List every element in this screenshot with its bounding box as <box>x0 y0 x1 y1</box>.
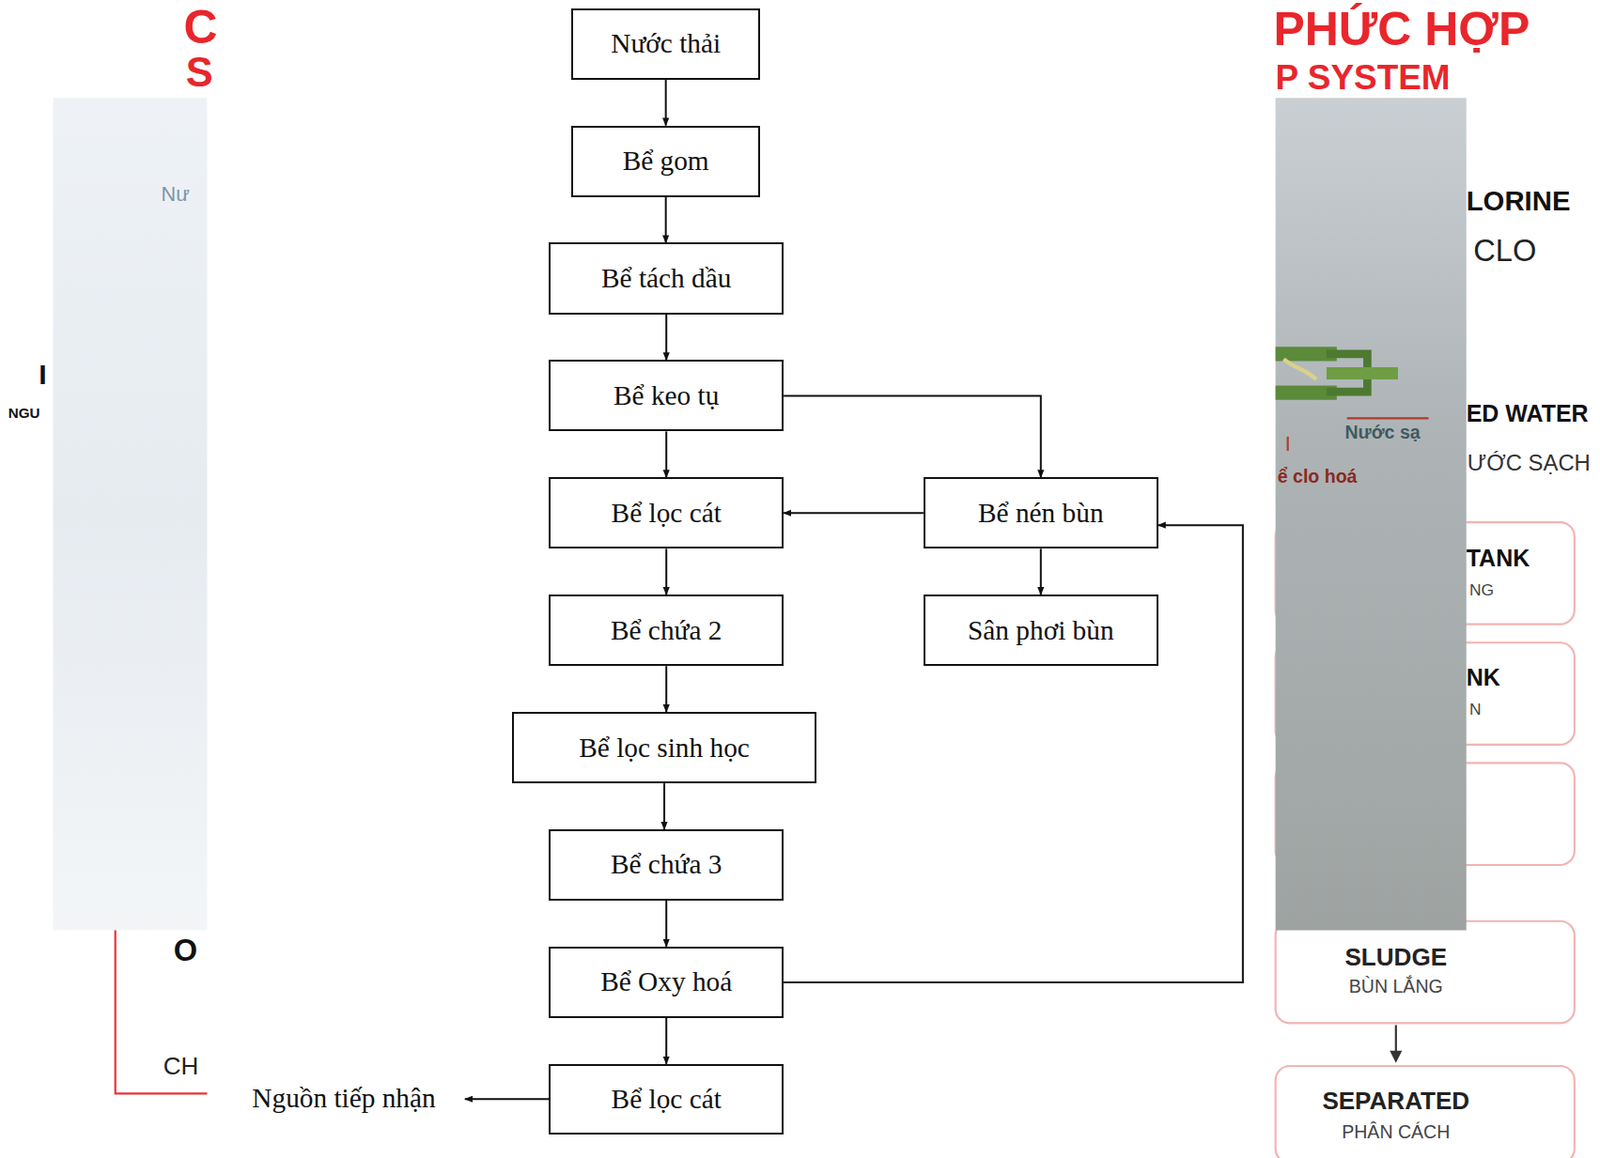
slide-label: C <box>183 1 218 54</box>
node-text: Bể tách dầu <box>601 263 731 295</box>
process-box: Bể keo tụ <box>548 359 784 432</box>
slide-label: PHỨC HỢP <box>1273 3 1530 56</box>
slide-label: BÙN LẮNG <box>1349 977 1444 998</box>
flow-arrow <box>783 512 924 514</box>
slide-label: ED WATER <box>1466 401 1589 427</box>
flow-arrow <box>665 197 668 244</box>
slide-label: PHÂN CÁCH <box>1341 1122 1450 1144</box>
process-box: Sân phơi bùn <box>923 594 1159 667</box>
slide-label: P SYSTEM <box>1275 59 1451 98</box>
node-text: Bể chứa 3 <box>610 849 722 881</box>
node-text: Bể chứa 2 <box>610 615 722 647</box>
slide-label: CH <box>163 1053 200 1081</box>
slide-label: ể clo hoá <box>1277 466 1358 488</box>
slide-label: CLO <box>1473 234 1537 269</box>
photo-panel <box>52 97 207 931</box>
slide-layer <box>52 97 1574 1158</box>
node-text: Bể Oxy hoá <box>600 966 732 998</box>
process-box: Bể tách dầu <box>548 242 784 314</box>
slide-label: Nước sạ <box>1344 422 1420 444</box>
flow-arrow <box>665 314 668 361</box>
process-box: Bể Oxy hoá <box>548 947 784 1019</box>
slide-label: TANK <box>1466 545 1531 572</box>
flow-arrow <box>783 395 1041 478</box>
slide-label: NG <box>1469 581 1494 600</box>
node-text: Bể lọc sinh học <box>578 732 750 764</box>
process-box: Bể nén bùn <box>923 477 1159 549</box>
slide-label: Nư <box>161 183 190 206</box>
process-box: Bể gom <box>571 125 761 198</box>
flow-arrow <box>663 783 666 830</box>
slide-label: SLUDGE <box>1344 944 1447 972</box>
slide-label: ƯỚC SẠCH <box>1467 450 1591 476</box>
node-text: Nguồn tiếp nhận <box>251 1083 435 1115</box>
process-box: Bể lọc sinh học <box>512 712 817 784</box>
flow-arrow <box>783 525 1243 983</box>
flow-arrow <box>665 1018 668 1065</box>
slide-label: NK <box>1466 665 1501 691</box>
red-frame-line <box>115 931 208 1095</box>
slide-label: S <box>186 50 214 96</box>
slide-arrowhead <box>1389 1051 1402 1064</box>
process-box: Bể lọc cát <box>548 477 784 549</box>
slide-label: O <box>173 934 198 969</box>
photo-panel <box>1275 97 1467 931</box>
slide-label: NGU <box>8 405 41 422</box>
process-box: Nước thải <box>571 8 761 80</box>
flow-arrow <box>665 431 668 478</box>
flow-arrow <box>1040 548 1042 595</box>
flow-arrow <box>665 548 668 595</box>
process-box: Bể chứa 2 <box>548 594 784 667</box>
slide-label: N <box>1469 700 1482 719</box>
slide-label: I <box>38 358 47 390</box>
node-text: Nước thải <box>610 28 721 60</box>
flow-arrow <box>665 666 668 713</box>
process-box: Bể lọc cát <box>548 1064 784 1135</box>
pipe-illustration <box>1275 346 1430 451</box>
node-text: Sân phơi bùn <box>967 615 1115 647</box>
flow-arrow <box>665 79 668 126</box>
flow-arrow <box>465 1098 549 1101</box>
node-text: Bể keo tụ <box>613 380 719 412</box>
node-text: Bể lọc cát <box>611 497 722 529</box>
slide-label: LORINE <box>1466 186 1571 217</box>
process-box: Bể chứa 3 <box>548 829 784 901</box>
node-text: Bể gom <box>622 145 710 177</box>
node-text: Bể nén bùn <box>978 497 1104 529</box>
flow-arrow <box>665 900 668 948</box>
outlet-label: Nguồn tiếp nhận <box>226 1073 462 1125</box>
node-text: Bể lọc cát <box>611 1084 722 1116</box>
slide-label: SEPARATED <box>1321 1087 1470 1116</box>
